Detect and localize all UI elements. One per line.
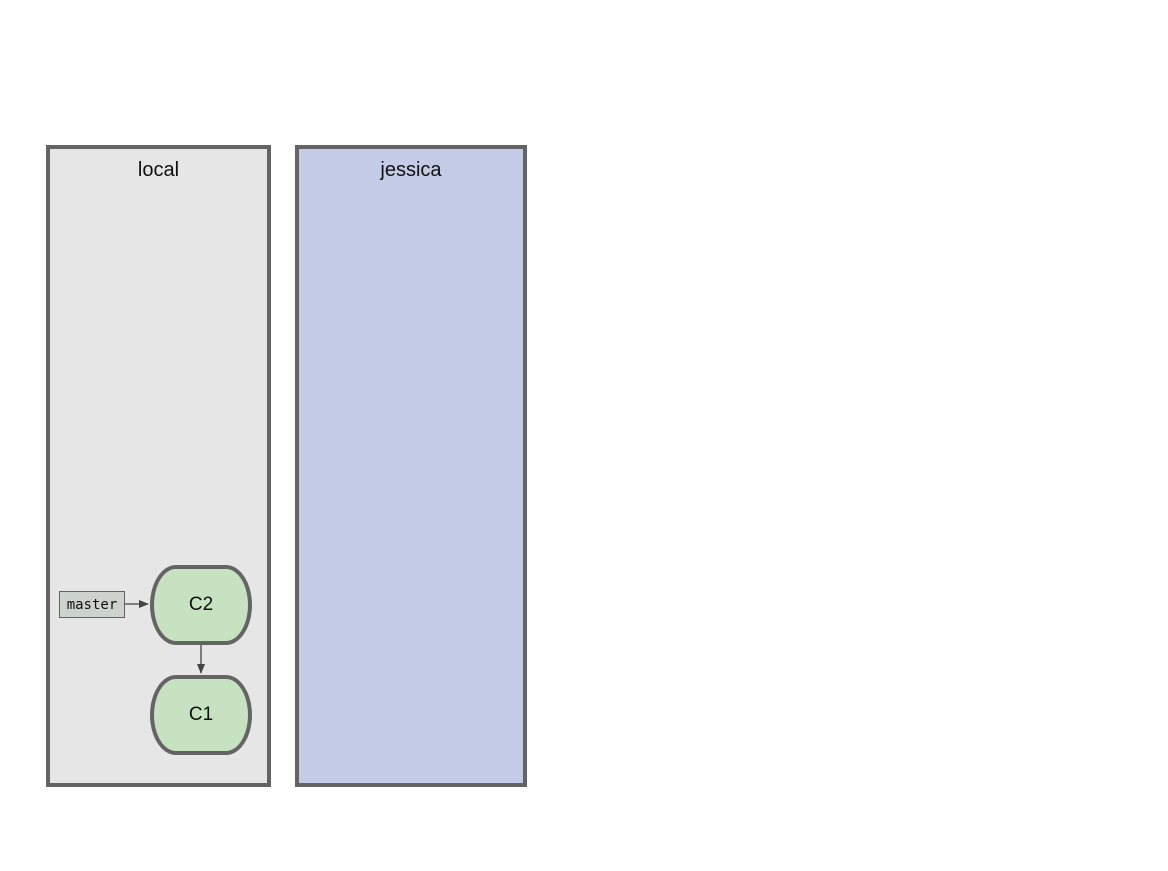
local-repo-panel: local bbox=[46, 145, 271, 787]
commit-c2: C2 bbox=[150, 565, 252, 645]
jessica-repo-panel: jessica bbox=[295, 145, 527, 787]
commit-c1: C1 bbox=[150, 675, 252, 755]
commit-c1-label: C1 bbox=[188, 704, 214, 725]
jessica-repo-title: jessica bbox=[380, 159, 442, 181]
commit-c2-label: C2 bbox=[188, 594, 214, 615]
branch-master: master bbox=[59, 591, 125, 618]
local-repo-title: local bbox=[137, 159, 180, 181]
branch-master-label: master bbox=[66, 596, 118, 613]
